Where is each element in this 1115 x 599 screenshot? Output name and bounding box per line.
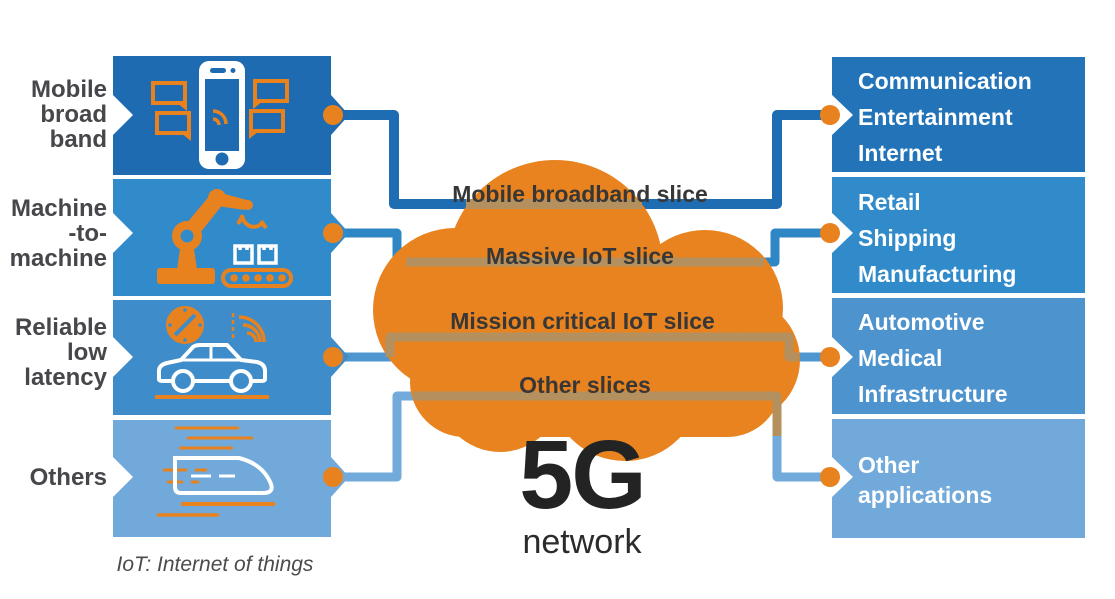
slice-label-other-slices: Other slices (519, 372, 651, 398)
app-box-automotive-label: Automotive Medical Infrastructure (858, 309, 1008, 407)
connected-car-icon (155, 306, 269, 399)
category-box-others (113, 420, 331, 537)
mission-critical-line-overcloud (385, 332, 799, 362)
category-label-machine-to-machine: Machine -to- machine (9, 195, 107, 272)
app-box-automotive: Automotive Medical Infrastructure (832, 298, 1085, 414)
slice-label-massive-iot: Massive IoT slice (486, 243, 674, 269)
left-box-pointers (331, 95, 349, 497)
slice-label-mission-critical-iot: Mission critical IoT slice (450, 308, 715, 334)
category-label-mobile-broadband: Mobile broad band (31, 76, 107, 153)
app-box-retail: Retail Shipping Manufacturing (832, 177, 1085, 293)
category-box-reliable-low-latency (113, 300, 331, 415)
high-speed-train-icon (157, 426, 275, 517)
app-box-retail-label: Retail Shipping Manufacturing (858, 189, 1017, 287)
robot-arm-icon (157, 189, 293, 288)
app-box-other-applications-label: Other applications (858, 452, 993, 508)
five-g-caption: 5G network (462, 420, 702, 561)
iot-footnote: IoT: Internet of things (116, 553, 314, 576)
category-box-mobile-broadband (113, 56, 331, 175)
category-label-others: Others (29, 464, 107, 491)
app-box-communication: Communication Entertainment Internet (832, 57, 1085, 172)
smartphone-chat-icon (151, 61, 289, 169)
category-box-machine-to-machine (113, 179, 331, 296)
app-box-other-applications: Other applications (832, 419, 1085, 538)
app-box-communication-label: Communication Entertainment Internet (858, 68, 1032, 166)
mission-critical-line (328, 332, 835, 362)
category-label-reliable-low-latency: Reliable low latency (14, 314, 107, 391)
slice-label-mobile-broadband: Mobile broadband slice (452, 181, 708, 207)
network-label: network (522, 523, 642, 561)
five-g-label: 5G (519, 420, 646, 529)
